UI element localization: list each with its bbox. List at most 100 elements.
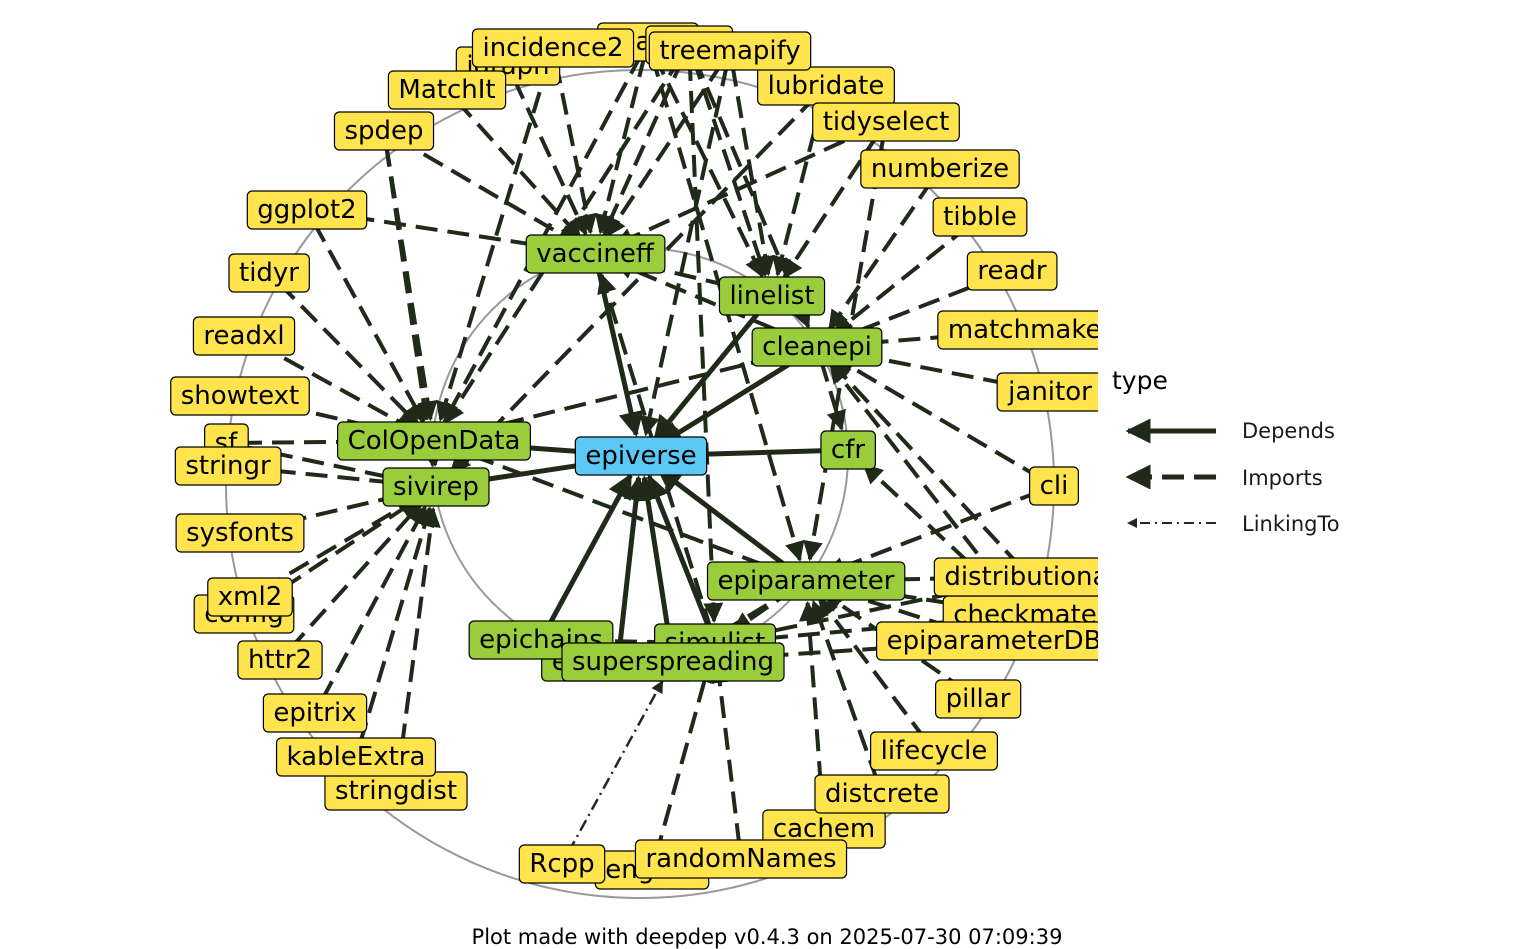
node-box-xml2 [207,577,293,617]
node-label-linelist: linelist [729,281,814,311]
node-box-stringr [174,446,282,486]
node-box-Rcpp [518,844,606,884]
edge-scales-to-linelist [652,53,765,279]
node-tibble: tibble [932,197,1028,237]
node-label-cli: cli [1040,471,1069,501]
node-lifecycle: lifecycle [870,731,998,771]
node-box-tidyr [228,253,310,293]
legend-item-linkingto: LinkingTo [1127,512,1340,536]
node-incidence2: incidence2 [471,28,635,68]
node-readxl: readxl [192,316,296,356]
node-lubridate: lubridate [757,66,895,106]
edge-stringdist-to-sivirep [395,506,441,778]
edge-epidemics-to-epiverse [617,475,649,649]
edge-lifecycle-to-epiparameter [817,596,928,742]
legend-title: type [1112,366,1168,395]
node-label-incidence2: incidence2 [482,33,623,63]
node-cachem: cachem [762,809,886,849]
node-ggplot2: ggplot2 [246,190,368,230]
node-label-MatchIt: MatchIt [398,75,495,105]
node-epichains: epichains [468,620,614,660]
node-kableExtra: kableExtra [275,737,437,777]
edge-cleanepi-to-epiverse [657,352,807,447]
node-linelist: linelist [718,276,826,316]
edge-simulist-to-vaccineff [597,273,713,631]
node-box-tibble [932,197,1028,237]
edge-scales-to-vaccineff [594,55,647,235]
node-box-incidence2 [471,28,635,68]
edge-tidyr-to-ColOpenData [277,281,421,427]
edge-httr2-to-sivirep [287,501,423,651]
node-cleanepi: cleanepi [751,327,883,367]
node-label-readr: readr [977,256,1047,286]
node-distcrete: distcrete [814,774,950,814]
node-janitor: janitor [996,372,1098,412]
node-epitrix: epitrix [262,693,368,733]
edge-tidyselect-to-linelist [782,132,881,280]
node-box-ggplot2 [246,190,368,230]
node-label-cfr: cfr [831,435,865,465]
node-label-numberize: numberize [871,154,1009,184]
node-box-distributional [933,557,1098,597]
node-label-sysfonts: sysfonts [186,518,294,548]
node-label-showtext: showtext [181,381,300,411]
node-stringr: stringr [174,446,282,486]
edge-dplyr-to-linelist [691,57,769,278]
node-sivirep: sivirep [382,467,490,507]
node-label-epiverse: epiverse [585,441,696,471]
legend-label-linkingto: LinkingTo [1242,512,1340,536]
edge-randomNames-to-simulist [709,662,742,846]
node-label-janitor: janitor [1007,377,1092,407]
edge-dplyr-to-vaccineff [602,56,686,236]
legend: type Depends Imports LinkingTo [1112,366,1340,536]
edge-simulist-to-epiverse [645,474,713,631]
edge-lubridate-to-sivirep [449,94,818,473]
node-randomNames: randomNames [634,839,848,879]
edge-Rcpp-to-superspreading [567,680,664,853]
edge-linelist-to-vaccineff [614,253,759,295]
node-epiparameterDB: epiparameterDB [875,621,1098,661]
node-httr2: httr2 [237,640,323,680]
legend-label-imports: Imports [1242,466,1323,490]
node-cli: cli [1029,466,1079,506]
node-matchmaker: matchmaker [937,310,1113,350]
node-label-stringdist: stringdist [335,776,457,806]
node-epiverse: epiverse [574,436,708,476]
node-box-epitrix [262,693,368,733]
edge-treemapify-to-linelist [730,64,776,277]
edge-dplyr-to-ColOpenData [444,55,684,425]
edge-dplyr-to-simulist [687,58,724,624]
node-box-distcrete [814,774,950,814]
node-box-sivirep [382,467,490,507]
node-label-epitrix: epitrix [273,698,356,728]
node-tidyselect: tidyselect [812,102,960,142]
node-box-httr2 [237,640,323,680]
node-box-lifecycle [870,731,998,771]
node-pillar: pillar [935,679,1022,719]
node-label-tidyselect: tidyselect [823,107,950,137]
edge-epiparameter-to-epiverse [656,467,797,575]
edge-kableExtra-to-sivirep [358,506,435,745]
edge-english-to-simulist [653,662,714,858]
node-MatchIt: MatchIt [387,70,507,110]
node-superspreading: superspreading [561,642,785,682]
node-label-stringr: stringr [185,451,271,481]
node-box-pillar [935,679,1022,719]
legend-item-depends: Depends [1125,418,1335,444]
node-label-superspreading: superspreading [572,647,774,677]
node-box-kableExtra [275,737,437,777]
edge-cli-to-cleanepi [834,356,1043,481]
plot-caption: Plot made with deepdep v0.4.3 on 2025-07… [472,925,1063,949]
node-label-matchmaker: matchmaker [948,315,1113,345]
node-box-showtext [170,376,310,416]
node-box-MatchIt [387,70,507,110]
node-readr: readr [966,251,1058,291]
node-ColOpenData: ColOpenData [336,421,532,461]
node-label-ColOpenData: ColOpenData [348,426,521,456]
node-sysfonts: sysfonts [175,513,305,553]
node-label-lifecycle: lifecycle [881,736,988,766]
edge-layer [239,53,1043,858]
node-box-spdep [333,111,435,151]
node-label-epiparameter: epiparameter [718,566,895,596]
